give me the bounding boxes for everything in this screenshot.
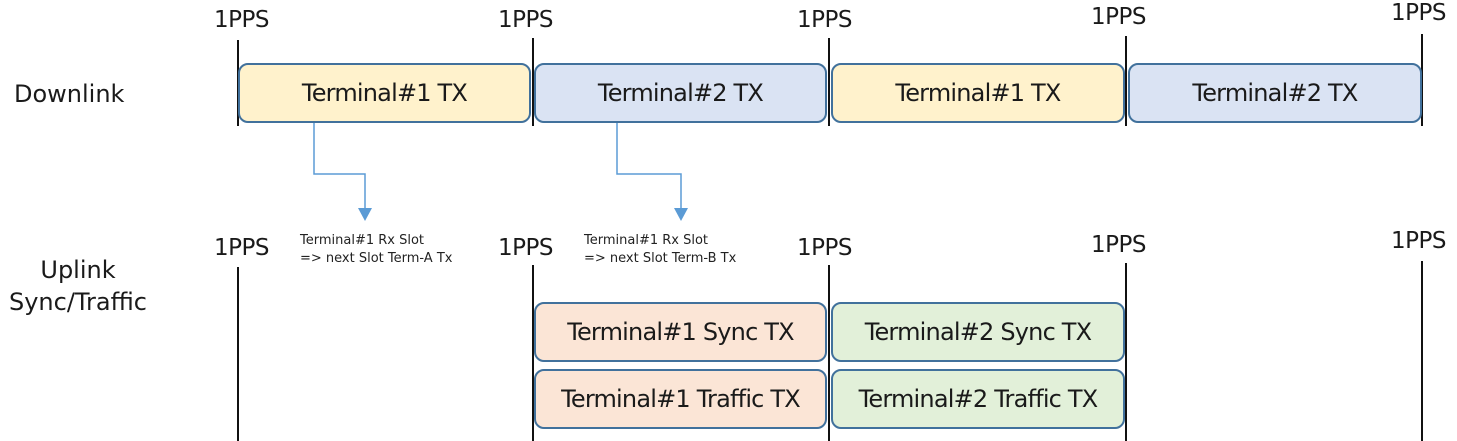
uplink-label-line1: Uplink: [40, 256, 116, 284]
arrow-connector-2: [616, 123, 682, 210]
uplink-pps-label-2: 1PPS: [498, 235, 553, 261]
note-1-line-2: => next Slot Term-A Tx: [300, 251, 453, 266]
rx-slot-note-2: Terminal#1 Rx Slot => next Slot Term-B T…: [584, 232, 736, 268]
rx-slot-note-1: Terminal#1 Rx Slot => next Slot Term-A T…: [300, 232, 452, 268]
downlink-pps-label-2: 1PPS: [498, 7, 553, 33]
downlink-pps-line-5: [1421, 34, 1423, 126]
uplink-pps-line-2: [532, 265, 534, 441]
uplink-pps-label-4: 1PPS: [1091, 232, 1146, 258]
uplink-sync-slot-1: Terminal#1 Sync TX: [534, 302, 827, 362]
downlink-pps-label-4: 1PPS: [1091, 4, 1146, 30]
downlink-pps-line-4: [1125, 36, 1127, 126]
downlink-slot-2: Terminal#2 TX: [534, 63, 827, 123]
downlink-slot-4: Terminal#2 TX: [1128, 63, 1422, 123]
arrow-head-2: [674, 208, 688, 221]
uplink-traffic-slot-2: Terminal#2 Traffic TX: [831, 369, 1125, 429]
note-2-line-1: Terminal#1 Rx Slot: [584, 233, 709, 248]
uplink-pps-line-5: [1421, 261, 1423, 441]
uplink-sync-slot-2: Terminal#2 Sync TX: [831, 302, 1125, 362]
uplink-traffic-slot-1: Terminal#1 Traffic TX: [534, 369, 827, 429]
downlink-pps-label-3: 1PPS: [797, 7, 852, 33]
downlink-pps-line-2: [532, 38, 534, 126]
downlink-row-label: Downlink: [14, 80, 125, 108]
uplink-pps-line-4: [1125, 263, 1127, 441]
uplink-pps-line-1: [237, 267, 239, 441]
downlink-pps-label-1: 1PPS: [214, 7, 269, 33]
uplink-row-label: Uplink Sync/Traffic: [2, 254, 154, 318]
downlink-slot-1: Terminal#1 TX: [238, 63, 531, 123]
downlink-pps-label-5: 1PPS: [1391, 0, 1446, 26]
note-1-line-1: Terminal#1 Rx Slot: [300, 233, 425, 248]
uplink-pps-line-3: [828, 265, 830, 441]
uplink-pps-label-5: 1PPS: [1391, 228, 1446, 254]
note-2-line-2: => next Slot Term-B Tx: [584, 251, 737, 266]
downlink-slot-3: Terminal#1 TX: [831, 63, 1125, 123]
arrow-connector-1: [313, 123, 366, 210]
uplink-label-line2: Sync/Traffic: [8, 288, 148, 316]
uplink-pps-label-1: 1PPS: [214, 235, 269, 261]
downlink-pps-line-3: [828, 38, 830, 126]
arrow-head-1: [358, 208, 372, 221]
uplink-pps-label-3: 1PPS: [797, 235, 852, 261]
